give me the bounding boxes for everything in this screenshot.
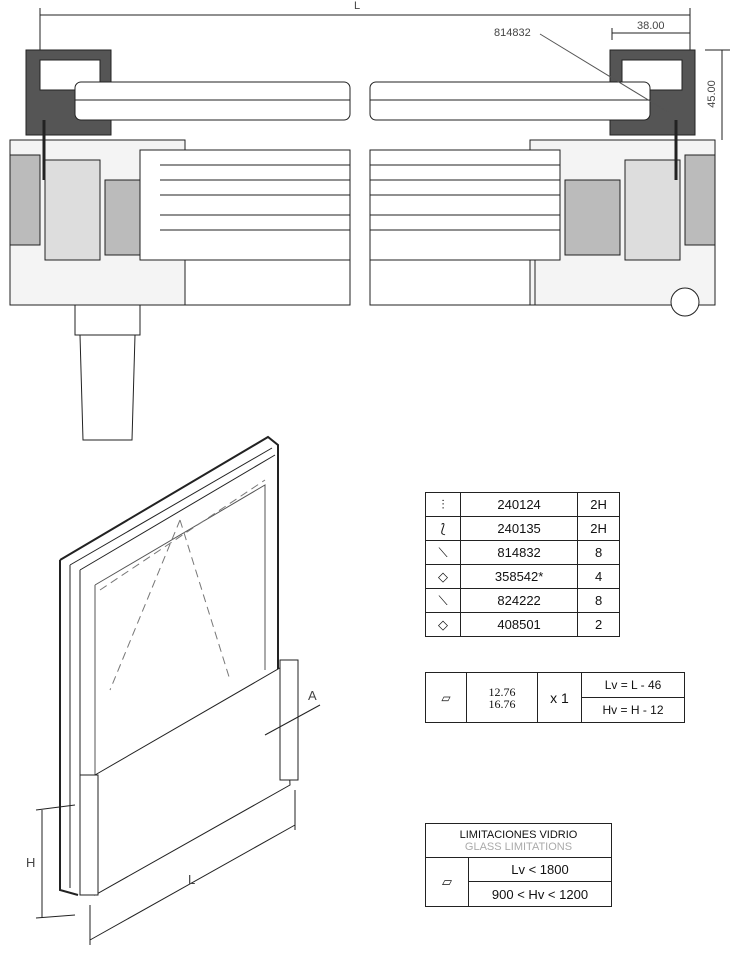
screw-ref-label: 814832 [494, 27, 531, 39]
length-label: L [188, 872, 196, 887]
glazing-bead-icon: ⟅ [425, 516, 461, 541]
dimension-overall [39, 8, 730, 140]
shim-icon: ◇ [425, 612, 461, 637]
gasket-profile-icon: ⫶ [425, 492, 461, 517]
glass-icon: ▱ [425, 672, 467, 723]
left-cross-section [9, 49, 351, 441]
glass-icon: ▱ [425, 857, 469, 907]
plate-icon: ◇ [425, 564, 461, 589]
cap-height-label: 45.00 [705, 80, 718, 108]
table-row: ◇358542*4 [425, 564, 620, 589]
overall-width-label: L [354, 0, 361, 12]
screw-icon: ⟍ [425, 540, 461, 565]
countersunk-screw-icon: ⟍ [425, 588, 461, 613]
isometric-view [35, 435, 321, 945]
section-a-label: A [308, 688, 317, 703]
right-cross-section [369, 33, 716, 317]
cap-width-label: 38.00 [637, 20, 665, 32]
height-label: H [26, 855, 36, 870]
